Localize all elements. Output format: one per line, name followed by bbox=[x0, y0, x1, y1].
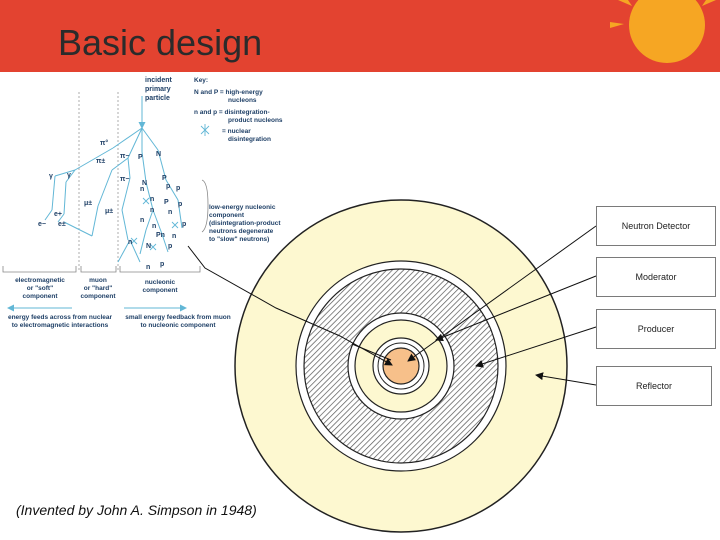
particle-label: π− bbox=[120, 153, 129, 160]
particle-label: γ bbox=[49, 173, 53, 180]
incident-label: particle bbox=[145, 95, 170, 102]
moderator-label: Moderator bbox=[596, 257, 716, 297]
low-energy-note: neutrons degenerate bbox=[209, 228, 274, 235]
low-energy-note: to "slow" neutrons) bbox=[209, 236, 269, 243]
disintegration-stars bbox=[130, 124, 210, 251]
key-line: N and P = high-energy bbox=[194, 89, 263, 96]
reflector-label: Reflector bbox=[596, 366, 712, 406]
moderator-text: Moderator bbox=[635, 272, 677, 282]
low-energy-note: low-energy nucleonic bbox=[209, 204, 276, 211]
key-line: = nuclear bbox=[222, 128, 251, 135]
particle-label: N bbox=[156, 151, 161, 158]
particle-label: e± bbox=[58, 221, 66, 228]
particle-label: N bbox=[142, 180, 147, 187]
particle-label: p bbox=[176, 185, 180, 192]
producer-label: Producer bbox=[596, 309, 716, 349]
key-line: nucleons bbox=[228, 97, 257, 104]
particle-label: n bbox=[152, 223, 156, 230]
particle-label: π− bbox=[120, 176, 129, 183]
particle-label: n bbox=[146, 264, 150, 271]
muon-component-label: muon bbox=[89, 277, 107, 284]
particle-label: μ± bbox=[84, 200, 92, 207]
caption: (Invented by John A. Simpson in 1948) bbox=[16, 502, 257, 518]
detector-diagram: π° π± π− π− P N γ γ μ± μ± e+ e− e± n n p… bbox=[2, 77, 597, 533]
em-component-label: component bbox=[22, 293, 58, 300]
pointer-arrows bbox=[187, 225, 597, 386]
arrow-producer bbox=[475, 326, 597, 368]
particle-label: n bbox=[150, 207, 154, 214]
incident-label: incident bbox=[145, 77, 173, 84]
low-energy-note: component bbox=[209, 212, 245, 219]
particle-label: μ± bbox=[105, 208, 113, 215]
nucleonic-component-label: nucleonic bbox=[145, 279, 176, 286]
particle-label: p bbox=[182, 221, 186, 228]
reflector-text: Reflector bbox=[635, 381, 672, 391]
particle-label: P bbox=[138, 154, 143, 161]
detector-core bbox=[382, 347, 420, 385]
em-component-label: or "soft" bbox=[27, 285, 53, 292]
arrow-moderator bbox=[435, 275, 597, 342]
shower-tracks bbox=[44, 96, 183, 263]
particle-label: P bbox=[164, 199, 169, 206]
particle-label: π± bbox=[96, 158, 105, 165]
slide-title: Basic design bbox=[58, 22, 263, 63]
key-title: Key: bbox=[194, 77, 208, 84]
particle-label: n bbox=[168, 209, 172, 216]
particle-label: n bbox=[150, 196, 154, 203]
key-line: n and p = disintegration- bbox=[194, 109, 270, 116]
feed-note-right: small energy feedback from muon bbox=[125, 314, 231, 321]
arrow-inner-secondary bbox=[351, 343, 392, 361]
feed-note-left: energy feeds across from nuclear bbox=[8, 314, 113, 321]
particle-label: e− bbox=[38, 221, 46, 228]
particle-label: γ bbox=[67, 172, 71, 179]
particle-label: n bbox=[140, 186, 144, 193]
particle-label: e+ bbox=[54, 211, 62, 218]
particle-label: P bbox=[162, 175, 167, 182]
producer-text: Producer bbox=[637, 324, 675, 334]
arrow-reflector bbox=[535, 372, 597, 386]
key-line: disintegration bbox=[228, 136, 271, 143]
feed-note-left: to electromagnetic interactions bbox=[12, 322, 109, 329]
feed-note-right: to nucleonic component bbox=[140, 322, 216, 329]
particle-label: Pn bbox=[156, 232, 165, 239]
low-energy-note: (disintegration-product bbox=[209, 220, 281, 227]
particle-label: p bbox=[178, 201, 182, 208]
particle-label: n bbox=[140, 217, 144, 224]
particle-label: p bbox=[166, 183, 170, 190]
nucleonic-component-label: component bbox=[142, 287, 178, 294]
incident-label: primary bbox=[145, 86, 171, 93]
key-line: product nucleons bbox=[228, 117, 283, 124]
muon-component-label: component bbox=[80, 293, 116, 300]
particle-label: π° bbox=[100, 139, 108, 147]
neutron-detector-text: Neutron Detector bbox=[621, 221, 691, 231]
particle-label: n bbox=[172, 233, 176, 240]
sun-icon bbox=[610, 0, 716, 63]
particle-label: p bbox=[160, 261, 164, 268]
muon-component-label: or "hard" bbox=[84, 285, 113, 292]
particle-label: p bbox=[168, 243, 172, 250]
em-component-label: electromagnetic bbox=[15, 277, 65, 284]
detector-rings bbox=[234, 199, 568, 533]
header-bar: Basic design bbox=[0, 0, 720, 72]
shower-schematic: π° π± π− π− P N γ γ μ± μ± e+ e− e± n n p… bbox=[2, 77, 283, 329]
particle-label: n bbox=[128, 239, 132, 246]
particle-label: N bbox=[146, 243, 151, 250]
neutron-detector-label: Neutron Detector bbox=[596, 206, 716, 246]
